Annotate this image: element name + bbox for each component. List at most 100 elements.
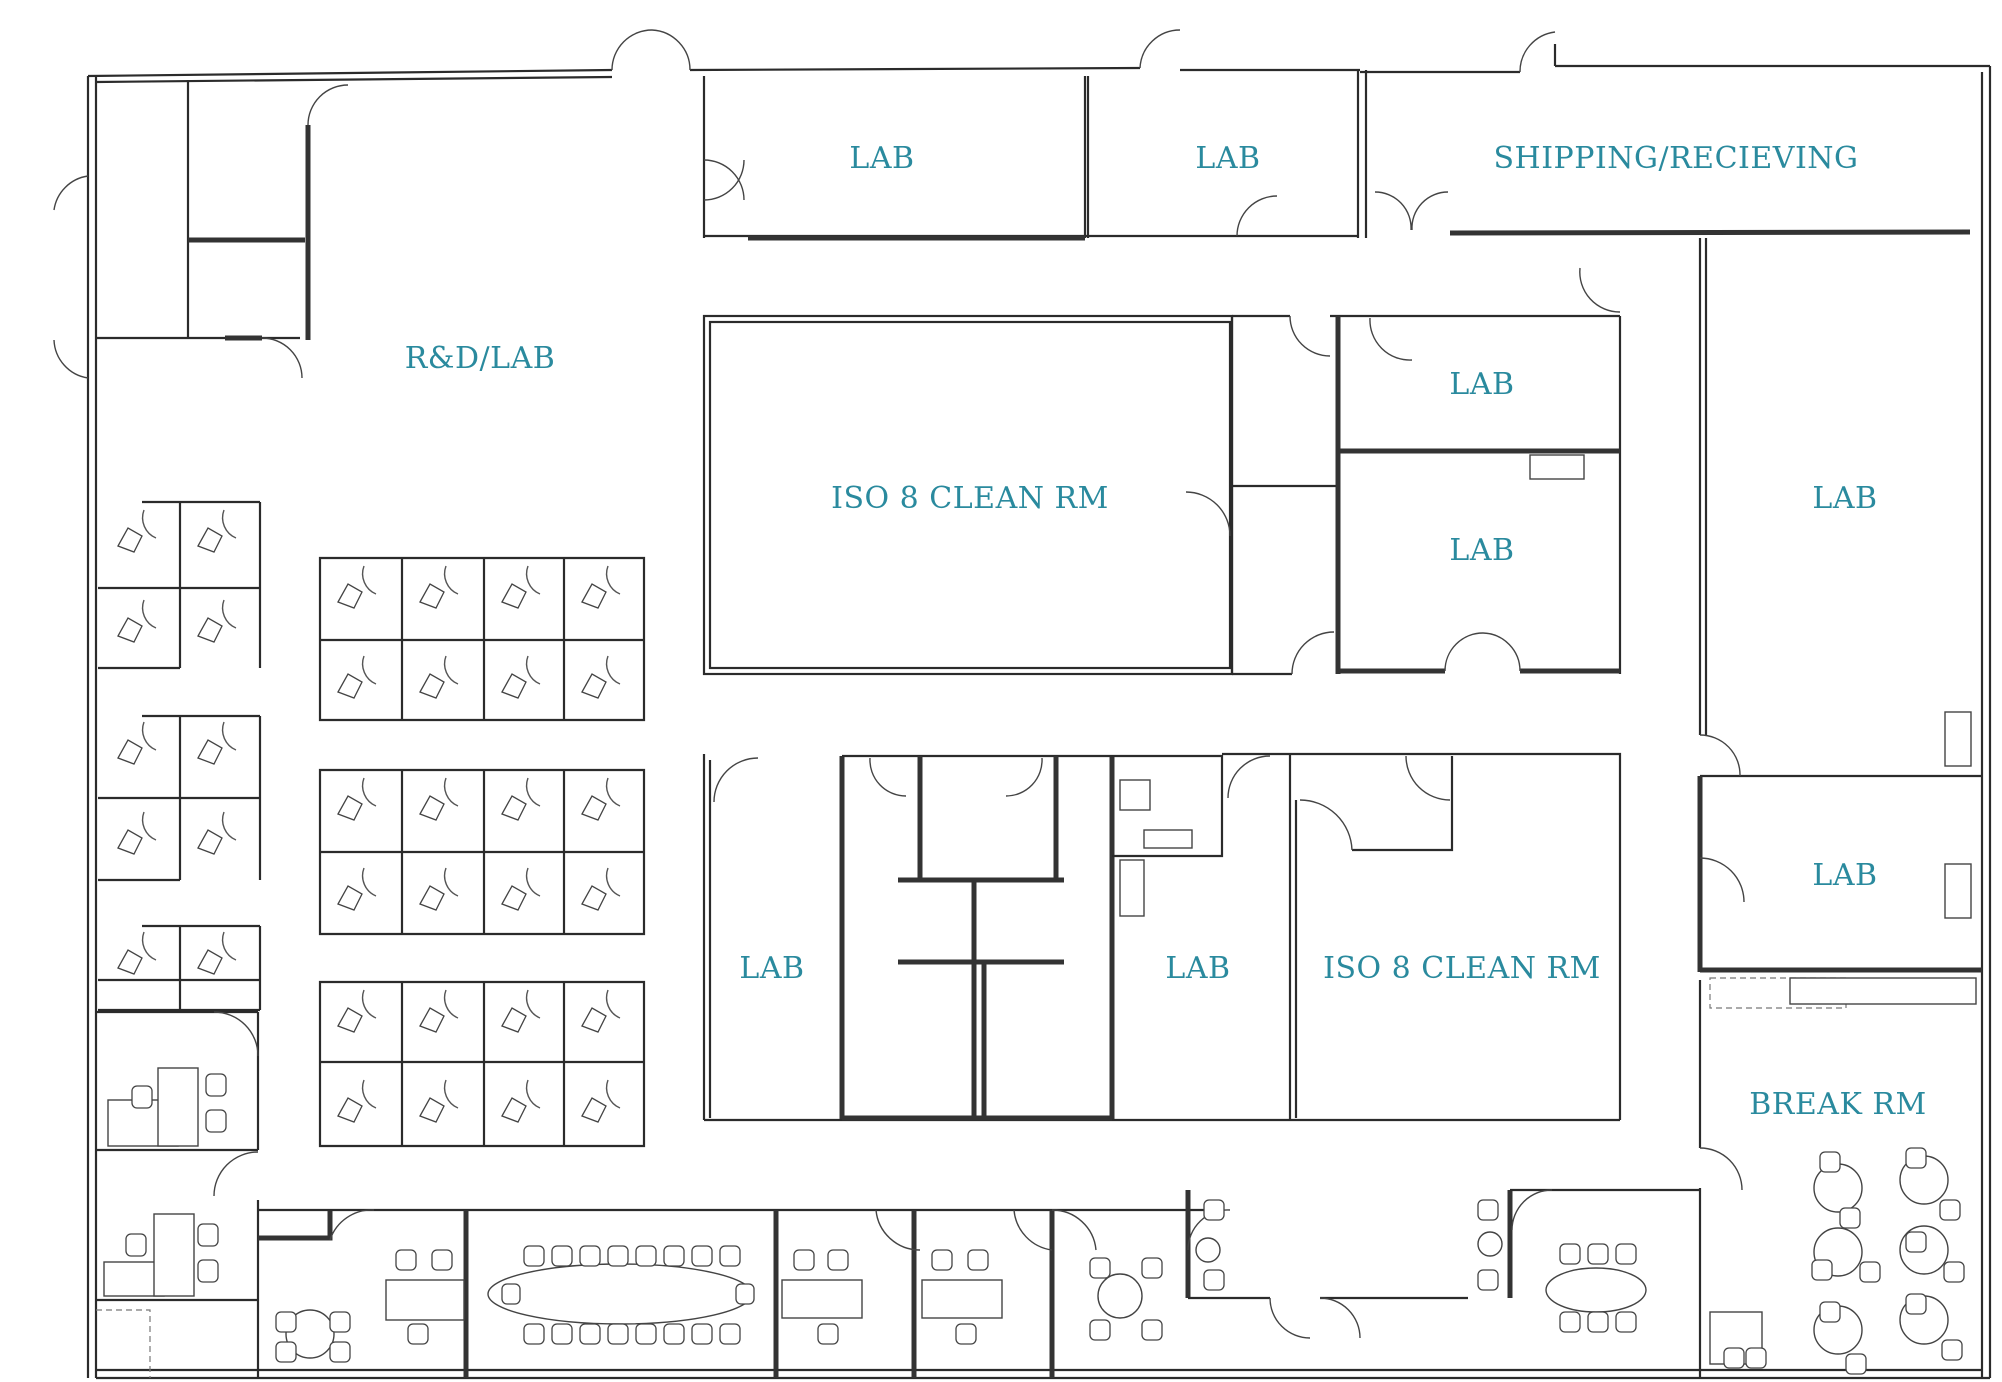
right-side-labs (1697, 238, 1982, 1378)
chair-icon (793, 1249, 815, 1271)
cubicle-chair-icon (581, 1007, 607, 1033)
chair-icon (827, 1249, 849, 1271)
chair-icon (635, 1245, 657, 1267)
cubicle-chair-icon (501, 1097, 527, 1123)
chair-icon (719, 1245, 741, 1267)
cubicle-chair-icon (419, 583, 445, 609)
chair-icon (431, 1249, 453, 1271)
label-lab-top-1: LAB (849, 141, 914, 176)
cubicles-center (318, 556, 646, 1148)
cubicle-chair-icon (337, 1097, 363, 1123)
chair-icon (1477, 1269, 1499, 1291)
cubicle-chair-icon (337, 795, 363, 821)
chair-icon (1089, 1257, 1111, 1279)
label-lab-mid-lower: LAB (1449, 533, 1514, 568)
label-break-room: BREAK RM (1749, 1087, 1926, 1122)
label-lab-bottom-left: LAB (739, 951, 804, 986)
chair-icon (1839, 1207, 1861, 1229)
chair-icon (1587, 1243, 1609, 1265)
cubicle-chair-icon (337, 673, 363, 699)
chair-icon (551, 1323, 573, 1345)
label-lab-top-2: LAB (1195, 141, 1260, 176)
chair-icon (967, 1249, 989, 1271)
chair-icon (1905, 1231, 1927, 1253)
chair-icon (1477, 1199, 1499, 1221)
chair-icon (1905, 1293, 1927, 1315)
cubicle-chair-icon (501, 1007, 527, 1033)
cubicle-chair-icon (501, 795, 527, 821)
cubicle-chair-icon (581, 795, 607, 821)
chair-icon (691, 1245, 713, 1267)
cubicle-chair-icon (337, 1007, 363, 1033)
label-iso-clean-room-top: ISO 8 CLEAN RM (831, 481, 1109, 516)
cubicle-chair-icon (197, 617, 223, 643)
chair-icon (329, 1311, 351, 1333)
chair-icon (1941, 1339, 1963, 1361)
chair-icon (607, 1245, 629, 1267)
chair-icon (1811, 1259, 1833, 1281)
cubicles-left (98, 500, 262, 1012)
cubicle-chair-icon (581, 885, 607, 911)
chair-icon (1141, 1319, 1163, 1341)
cubicle-chair-icon (581, 1097, 607, 1123)
chair-icon (1559, 1243, 1581, 1265)
middle-lower-block (702, 752, 1622, 1122)
chair-icon (1819, 1151, 1841, 1173)
chair-icon (735, 1283, 755, 1305)
top-left-rooms (53, 80, 349, 379)
chair-icon (719, 1323, 741, 1345)
cubicle-chair-icon (581, 673, 607, 699)
cubicle-chair-icon (197, 949, 223, 975)
chair-icon (1859, 1261, 1881, 1283)
chair-icon (1615, 1311, 1637, 1333)
cubicle-chair-icon (337, 885, 363, 911)
label-rnd-lab: R&D/LAB (405, 341, 556, 376)
cubicle-chair-icon (197, 739, 223, 765)
chair-icon (1819, 1301, 1841, 1323)
chair-icon (1905, 1147, 1927, 1169)
chair-icon (523, 1245, 545, 1267)
chair-icon (817, 1323, 839, 1345)
chair-icon (663, 1245, 685, 1267)
chair-icon (275, 1311, 297, 1333)
chair-icon (523, 1323, 545, 1345)
chair-icon (1615, 1243, 1637, 1265)
chair-icon (691, 1323, 713, 1345)
conference-table (487, 1245, 755, 1345)
chair-icon (663, 1323, 685, 1345)
cubicle-chair-icon (419, 1007, 445, 1033)
label-shipping-receiving: SHIPPING/RECIEVING (1493, 141, 1858, 176)
top-row-labs (611, 29, 1971, 241)
chair-icon (931, 1249, 953, 1271)
cubicle-chair-icon (501, 673, 527, 699)
building-shell (86, 64, 1992, 1380)
chair-icon (395, 1249, 417, 1271)
chair-icon (1559, 1311, 1581, 1333)
label-lab-right-tall: LAB (1812, 481, 1877, 516)
cubicle-chair-icon (197, 829, 223, 855)
left-offices (96, 1010, 260, 1302)
chair-icon (1141, 1257, 1163, 1279)
chair-icon (551, 1245, 573, 1267)
chair-icon (1745, 1347, 1767, 1369)
cubicle-chair-icon (117, 617, 143, 643)
cubicle-chair-icon (117, 829, 143, 855)
chair-icon (329, 1341, 351, 1363)
cubicle-chair-icon (117, 527, 143, 553)
cubicle-chair-icon (197, 527, 223, 553)
cubicle-chair-icon (581, 583, 607, 609)
chair-icon (1845, 1353, 1867, 1375)
bottom-row-offices (96, 1188, 1700, 1378)
cubicle-chair-icon (501, 583, 527, 609)
chair-icon (1089, 1319, 1111, 1341)
cubicle-chair-icon (419, 673, 445, 699)
chair-icon (1943, 1261, 1965, 1283)
cubicle-chair-icon (419, 885, 445, 911)
cubicle-chair-icon (117, 949, 143, 975)
chair-icon (1587, 1311, 1609, 1333)
cubicle-chair-icon (117, 739, 143, 765)
chair-icon (635, 1323, 657, 1345)
chair-icon (407, 1323, 429, 1345)
label-iso-clean-room-bottom: ISO 8 CLEAN RM (1323, 951, 1601, 986)
